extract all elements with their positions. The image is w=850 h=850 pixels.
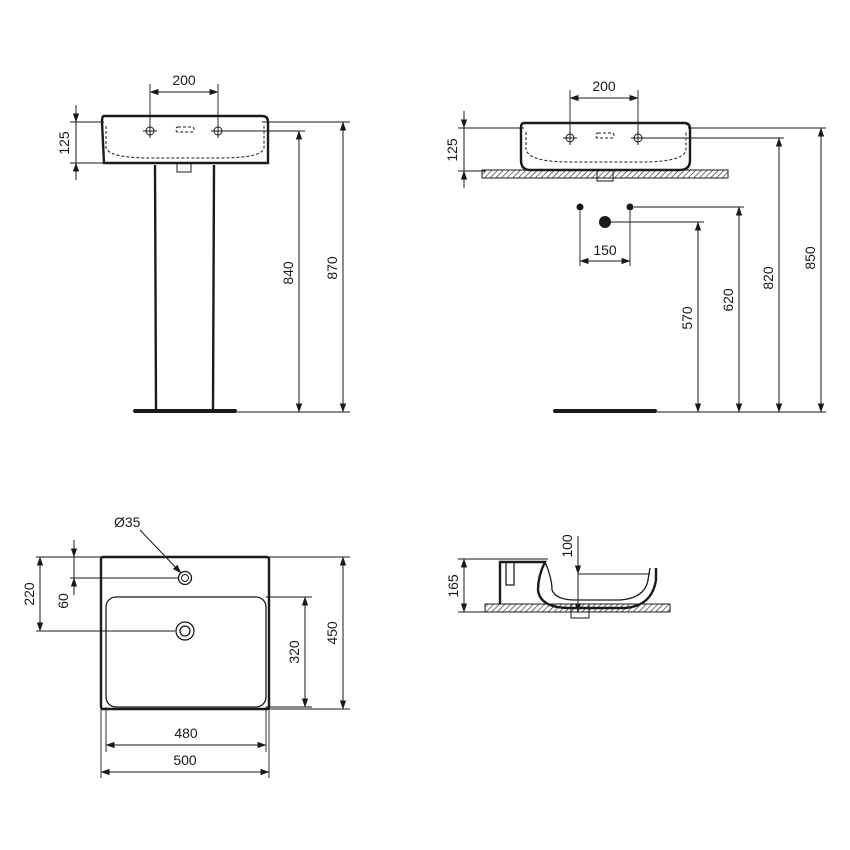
front-waste-outlet xyxy=(176,162,192,173)
dim-top-bowl-width-label: 480 xyxy=(174,725,198,741)
front-overflow-slot xyxy=(175,126,195,133)
dim-top-tap-hole-leader xyxy=(139,529,182,574)
dim-side-outlet-height-side-label: 620 xyxy=(720,288,736,312)
countertop-hatched xyxy=(481,169,729,179)
tap-hole-icon xyxy=(177,570,193,586)
front-floor-line xyxy=(133,409,237,413)
front-view: 200 125 840 870 xyxy=(56,72,350,413)
dim-side-tap-spacing-label: 200 xyxy=(592,78,616,94)
dim-top-bowl-depth-label: 320 xyxy=(286,640,302,664)
dim-side-outlet-spacing-label: 150 xyxy=(593,242,617,258)
waste-drain-icon xyxy=(175,621,195,641)
dim-section-bowl-height-label: 100 xyxy=(559,534,575,558)
front-basin-outline xyxy=(100,114,270,165)
top-view: Ø35 60 220 320 450 480 500 xyxy=(21,514,350,778)
dim-side-total-height-label: 850 xyxy=(802,246,818,270)
pedestal-column xyxy=(153,164,216,411)
side-waste-outlet xyxy=(596,169,614,182)
waste-point-icon xyxy=(599,216,611,228)
section-tap-deck xyxy=(505,562,515,586)
dim-side-basin-height-label: 125 xyxy=(444,138,460,162)
dim-top-waste-distance-label: 220 xyxy=(21,582,37,606)
dim-top-tap-distance-label: 60 xyxy=(55,593,71,609)
top-basin-outline xyxy=(99,555,271,711)
side-floor-line xyxy=(553,409,657,413)
front-bowl-hidden-line xyxy=(105,126,265,159)
dim-top-overall-depth-label: 450 xyxy=(324,621,340,645)
side-overflow-slot xyxy=(595,132,615,139)
dim-top-overall-width-label: 500 xyxy=(173,752,197,768)
side-view: 200 125 150 570 620 820 850 xyxy=(444,78,826,413)
dim-front-basin-height-label: 125 xyxy=(56,131,72,155)
supply-point-left-icon xyxy=(576,203,584,211)
side-basin-outline xyxy=(519,121,692,172)
section-view: 100 165 xyxy=(445,534,671,619)
dim-section-overall-height-label: 165 xyxy=(445,574,461,598)
side-bowl-hidden-line xyxy=(525,132,687,163)
dim-top-tap-hole-diameter-label: Ø35 xyxy=(114,514,141,530)
dim-front-total-height-label: 870 xyxy=(324,256,340,280)
dim-side-outlet-height-center-label: 570 xyxy=(679,306,695,330)
top-bowl-outline xyxy=(105,596,267,708)
dim-side-rim-height-label: 820 xyxy=(760,266,776,290)
dim-front-rim-height-label: 840 xyxy=(280,261,296,285)
section-basin-outline xyxy=(498,560,658,610)
dim-front-tap-spacing-label: 200 xyxy=(172,72,196,88)
supply-point-right-icon xyxy=(626,203,634,211)
section-bowl-inner xyxy=(544,561,651,601)
